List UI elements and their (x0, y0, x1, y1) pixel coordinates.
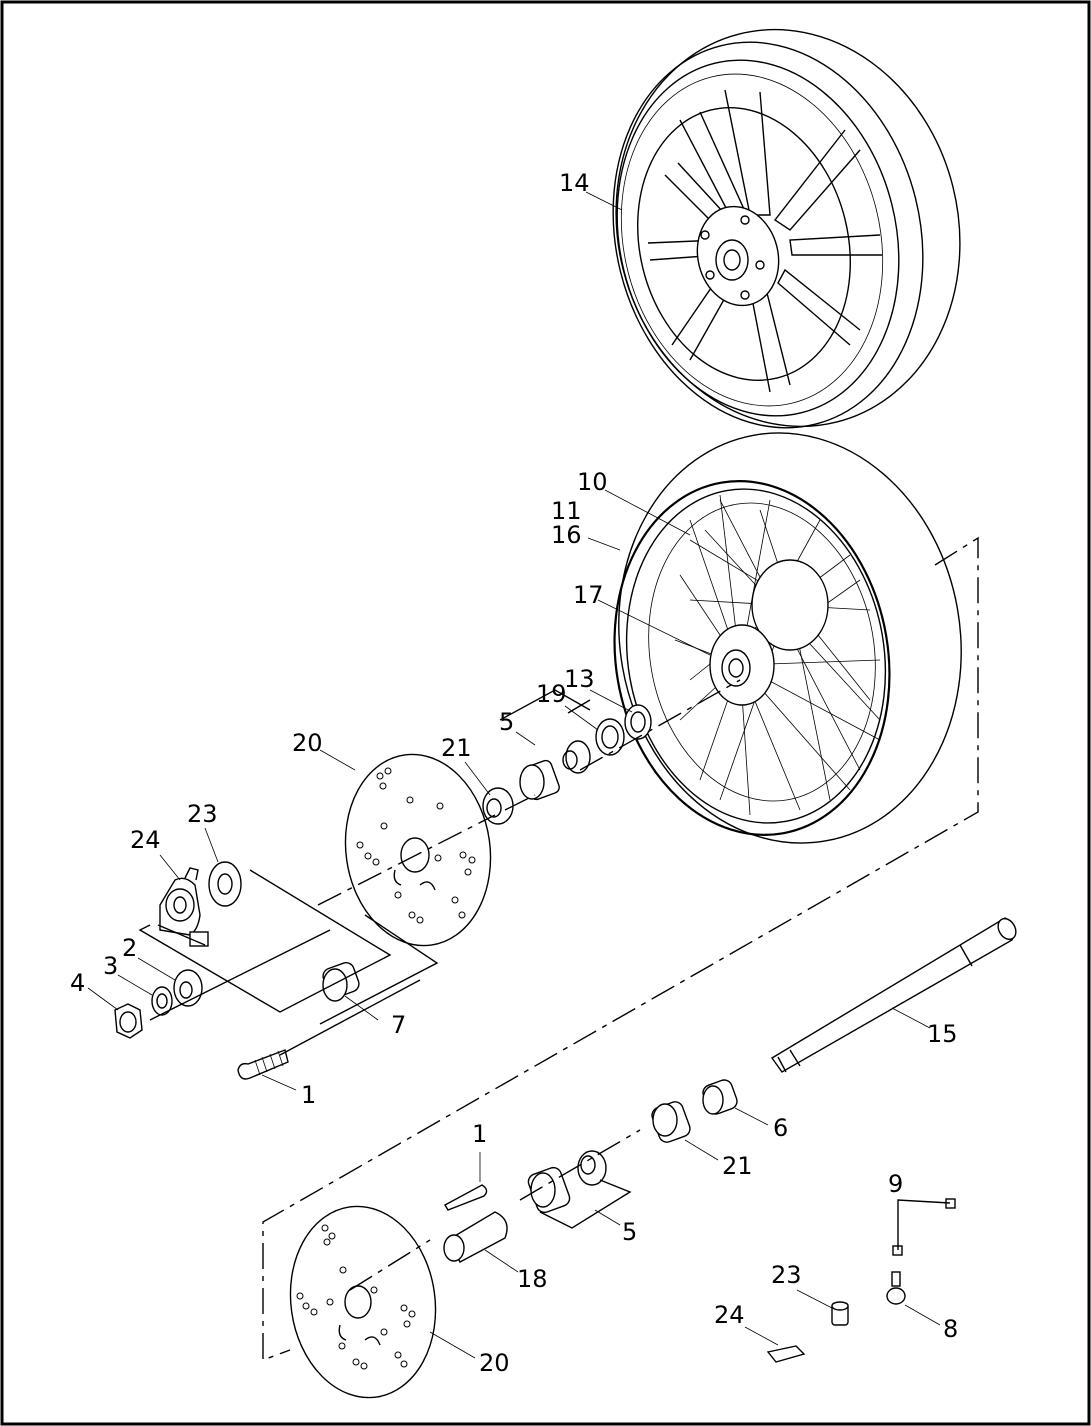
callout-6: 6 (773, 1114, 788, 1142)
callout-18: 18 (517, 1265, 548, 1293)
callout-14: 14 (559, 169, 590, 197)
leader-lines (87, 191, 941, 1359)
callout-10: 10 (577, 468, 608, 496)
callout-5-upper: 5 (499, 708, 514, 736)
callout-7: 7 (391, 1011, 406, 1039)
callout-20-upper: 20 (292, 729, 323, 757)
callout-21-lower: 21 (722, 1152, 753, 1180)
assembly-lines (138, 536, 979, 1362)
callout-9: 9 (888, 1170, 903, 1198)
callout-21-upper: 21 (441, 734, 472, 762)
callout-5-lower: 5 (622, 1218, 637, 1246)
callout-20-lower: 20 (479, 1349, 510, 1377)
callout-3: 3 (103, 952, 118, 980)
lower-bearing-stack (443, 1079, 738, 1263)
axle (770, 917, 1017, 1073)
callout-23-lower: 23 (771, 1261, 802, 1289)
callout-8: 8 (943, 1315, 958, 1343)
callout-17: 17 (573, 581, 604, 609)
callout-1-lower: 1 (472, 1120, 487, 1148)
callout-11: 11 (551, 497, 582, 525)
callout-13: 13 (564, 665, 595, 693)
brake-rotor-upper (344, 753, 492, 947)
upper-bearing-stack (482, 704, 652, 825)
callout-2: 2 (122, 934, 137, 962)
callout-15: 15 (927, 1020, 958, 1048)
callout-16: 16 (551, 521, 582, 549)
callout-24-upper: 24 (130, 826, 161, 854)
callout-24-lower: 24 (714, 1301, 745, 1329)
callout-23-upper: 23 (187, 800, 218, 828)
caliper-bracket-parts (157, 861, 242, 947)
laced-wheel (613, 432, 962, 844)
callout-1-upper: 1 (301, 1081, 316, 1109)
callout-labels: 14 10 11 16 17 13 19 5 21 20 23 24 2 3 4… (70, 169, 958, 1377)
cast-wheel (612, 28, 961, 429)
callout-4: 4 (70, 969, 85, 997)
callout-19: 19 (536, 680, 567, 708)
brake-rotor-lower (289, 1205, 437, 1399)
small-parts (766, 1198, 956, 1363)
